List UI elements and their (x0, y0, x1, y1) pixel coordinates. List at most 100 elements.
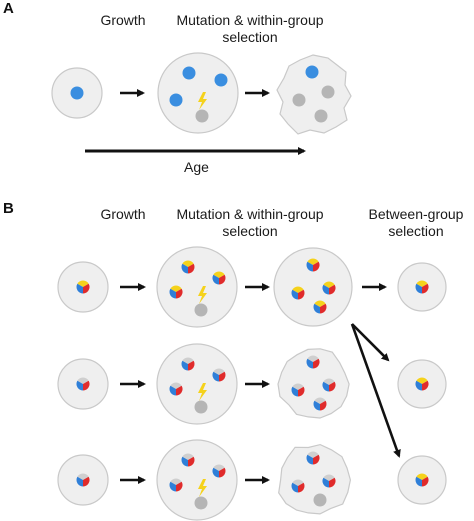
cell-wedge (422, 476, 429, 487)
cell-defector (194, 303, 208, 317)
cell-wedge (188, 456, 195, 467)
cell-wedge (329, 381, 336, 392)
cell-wedge (213, 464, 225, 471)
cell-wedge (83, 283, 90, 294)
cell-wedge (415, 283, 422, 294)
cell-wedge (306, 261, 313, 272)
group-aged (276, 54, 352, 135)
cell-blue (169, 93, 183, 107)
header-mutation-a-line1: Mutation & within-group (176, 12, 324, 28)
cell-wedge (422, 283, 429, 294)
cell-defector (313, 493, 327, 507)
cell-wedge (76, 283, 83, 294)
cell-wedge (188, 360, 195, 371)
lightning-bolt-icon (198, 383, 207, 401)
cell-wedge (320, 400, 327, 411)
lightning-bolt-icon (198, 286, 207, 304)
cell-wedge (169, 385, 176, 396)
cell-wedge (169, 481, 176, 492)
cell-blue (305, 65, 319, 79)
header-between-line2: selection (388, 223, 444, 239)
cell-wedge (188, 263, 195, 274)
cell-grey (314, 109, 328, 123)
group-mutating (157, 52, 239, 134)
cell-wedge (182, 453, 194, 460)
lightning-bolt-icon (198, 479, 207, 497)
cell-wedge (170, 478, 182, 485)
cell-wedge (291, 482, 298, 493)
cell-wedge (298, 386, 305, 397)
cell-wedge (76, 380, 83, 391)
cell-wedge (182, 357, 194, 364)
cell-defector (194, 496, 208, 510)
cell-blue (182, 66, 196, 80)
cell-wedge (313, 261, 320, 272)
cell-wedge (298, 482, 305, 493)
panel-a-label: A (3, 0, 14, 17)
cell-wedge (320, 303, 327, 314)
cell-wedge (219, 371, 226, 382)
cell-wedge (182, 260, 194, 267)
cell-wedge (83, 380, 90, 391)
cell-wedge (291, 289, 298, 300)
cell-wedge (313, 303, 320, 314)
cell-wedge (176, 385, 183, 396)
group-aged (278, 443, 352, 515)
cell-defector (194, 400, 208, 414)
cell-wedge (212, 467, 219, 478)
age-label: Age (184, 159, 209, 175)
cell-wedge (181, 456, 188, 467)
cell-blue (214, 73, 228, 87)
cell-wedge (176, 288, 183, 299)
cell-wedge (415, 476, 422, 487)
propagation-arrow (351, 323, 390, 362)
cell-wedge (170, 285, 182, 292)
cell-blue (70, 86, 84, 100)
cell-wedge (169, 288, 176, 299)
group-mutating (156, 246, 238, 328)
cell-wedge (181, 360, 188, 371)
cell-wedge (219, 274, 226, 285)
cell-wedge (306, 358, 313, 369)
cell-wedge (291, 386, 298, 397)
header-growth-b: Growth (100, 206, 146, 222)
header-growth-a: Growth (100, 12, 146, 28)
cell-grey (292, 93, 306, 107)
cell-grey (321, 85, 335, 99)
group-mutating (156, 439, 238, 521)
panel-b (57, 246, 447, 521)
cell-wedge (329, 477, 336, 488)
cell-wedge (329, 284, 336, 295)
cell-wedge (313, 400, 320, 411)
cell-wedge (212, 274, 219, 285)
header-mutation-b-line2: selection (222, 223, 278, 239)
cell-wedge (219, 467, 226, 478)
cell-wedge (313, 358, 320, 369)
lightning-bolt-icon (198, 92, 207, 110)
cell-wedge (298, 289, 305, 300)
cell-wedge (306, 454, 313, 465)
group-aged (273, 247, 353, 327)
propagation-arrow (350, 323, 401, 458)
cell-wedge (181, 263, 188, 274)
group-aged (277, 348, 350, 419)
cell-wedge (322, 284, 329, 295)
cell-wedge (176, 481, 183, 492)
cell-wedge (213, 368, 225, 375)
cell-wedge (83, 476, 90, 487)
cell-wedge (170, 382, 182, 389)
group-mutating (156, 343, 238, 425)
cell-wedge (76, 476, 83, 487)
panel-b-label: B (3, 200, 14, 217)
cell-wedge (212, 371, 219, 382)
cell-wedge (313, 454, 320, 465)
cell-wedge (213, 271, 225, 278)
header-mutation-b-line1: Mutation & within-group (176, 206, 324, 222)
header-between-line1: Between-group (368, 206, 464, 222)
panel-a (51, 52, 352, 155)
cell-grey (195, 109, 209, 123)
header-mutation-a-line2: selection (222, 29, 278, 45)
cell-wedge (415, 380, 422, 391)
cell-wedge (322, 477, 329, 488)
